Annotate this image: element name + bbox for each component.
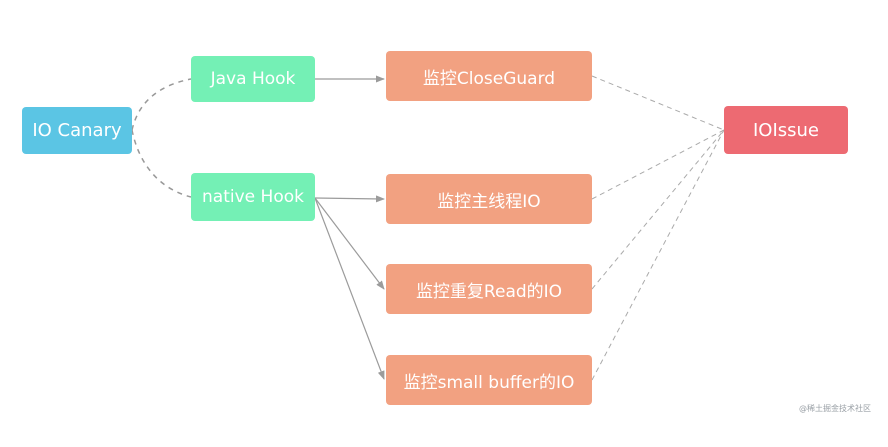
canary-to-java-hook-link bbox=[131, 78, 192, 131]
monitor-repeat-read-io-node: 监控重复Read的IO bbox=[386, 264, 592, 314]
io-canary-node: IO Canary bbox=[22, 107, 132, 154]
io-issue-node: IOIssue bbox=[724, 106, 848, 154]
monitor-main-thread-io-label: 监控主线程IO bbox=[437, 191, 541, 212]
monitor-close-guard-node: 监控CloseGuard bbox=[386, 51, 592, 101]
close-guard-to-issue-link bbox=[591, 75, 725, 131]
main-thread-to-issue-link bbox=[591, 129, 725, 200]
io-canary-label: IO Canary bbox=[32, 120, 122, 141]
native-hook-to-repeat-read-arrow bbox=[314, 197, 385, 290]
monitor-repeat-read-io-label: 监控重复Read的IO bbox=[415, 281, 563, 302]
monitor-small-buffer-io-node: 监控small buffer的IO bbox=[386, 355, 592, 405]
canary-to-native-hook-link bbox=[131, 129, 192, 198]
native-hook-label: native Hook bbox=[202, 187, 304, 207]
native-hook-to-small-buffer-arrow bbox=[314, 197, 385, 380]
watermark: @稀土掘金技术社区 bbox=[799, 404, 871, 413]
native-hook-node: native Hook bbox=[191, 173, 315, 221]
monitor-small-buffer-io-label: 监控small buffer的IO bbox=[403, 372, 575, 393]
monitor-main-thread-io-node: 监控主线程IO bbox=[386, 174, 592, 224]
native-hook-to-main-thread-arrow bbox=[314, 195, 385, 203]
java-hook-node: Java Hook bbox=[191, 56, 315, 102]
repeat-read-to-issue-link bbox=[591, 129, 725, 290]
io-issue-label: IOIssue bbox=[752, 119, 820, 141]
small-buffer-to-issue-link bbox=[591, 129, 725, 381]
monitor-close-guard-label: 监控CloseGuard bbox=[422, 68, 556, 89]
java-hook-label: Java Hook bbox=[210, 69, 296, 89]
